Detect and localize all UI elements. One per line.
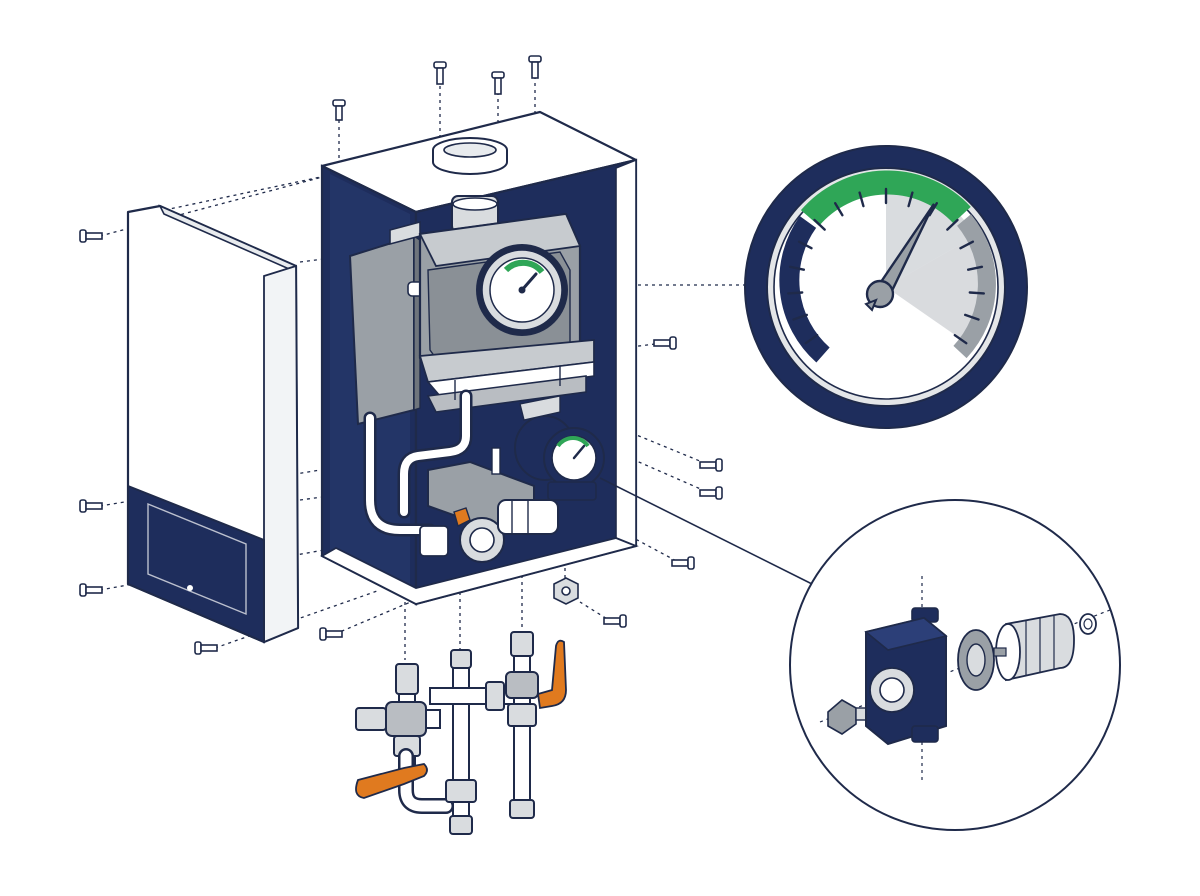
main-pressure-gauge bbox=[476, 244, 568, 336]
screw-left-1 bbox=[79, 229, 103, 243]
gauge-tick bbox=[804, 334, 819, 345]
pump-impeller bbox=[957, 629, 995, 691]
gauge-tick bbox=[792, 313, 808, 321]
circulation-pump-callout bbox=[599, 477, 1121, 831]
screw-right-1 bbox=[653, 336, 677, 350]
pipe-right bbox=[505, 631, 539, 819]
screw-top-3 bbox=[491, 71, 505, 95]
gauge-tick bbox=[797, 240, 813, 250]
pump-o-ring bbox=[1079, 613, 1097, 635]
valve-handle-orange-1 bbox=[536, 639, 567, 710]
screw-bottom-1 bbox=[194, 641, 218, 655]
fixing-screws bbox=[79, 55, 723, 655]
screw-right-3 bbox=[699, 486, 723, 500]
screw-left-2 bbox=[79, 499, 103, 513]
front-cover-panel bbox=[126, 204, 300, 644]
internal-pipework bbox=[363, 389, 473, 537]
isolation-valve-manifold bbox=[355, 631, 567, 835]
screw-top-1 bbox=[332, 99, 346, 121]
gauge-tick bbox=[788, 265, 805, 271]
screw-right-4 bbox=[671, 556, 695, 570]
screw-right-5 bbox=[603, 614, 627, 628]
gauge-tick bbox=[907, 191, 914, 208]
gauge-tick bbox=[834, 201, 844, 217]
internal-pump-unit bbox=[419, 395, 605, 563]
gauge-tick bbox=[968, 291, 985, 295]
gauge-tick bbox=[946, 218, 959, 231]
screw-bottom-2 bbox=[319, 627, 343, 641]
gauge-tick bbox=[964, 313, 980, 321]
gauge-tick bbox=[858, 191, 865, 208]
pipe-centre bbox=[429, 649, 519, 835]
gauge-tick bbox=[967, 265, 984, 271]
pipe-left bbox=[355, 663, 454, 814]
pump-rotor bbox=[993, 613, 1075, 682]
screw-top-2 bbox=[433, 61, 447, 85]
gauge-tick bbox=[787, 291, 804, 295]
pump-body bbox=[864, 607, 948, 746]
gauge-tick bbox=[953, 334, 968, 345]
gauge-tick bbox=[813, 218, 826, 231]
pump-bleed-screw bbox=[827, 699, 867, 735]
valve-handle-orange-2 bbox=[355, 763, 428, 799]
screw-left-3 bbox=[79, 583, 103, 597]
pressure-gauge-callout bbox=[744, 145, 1028, 429]
screw-top-4 bbox=[528, 55, 542, 79]
gauge-tick bbox=[928, 201, 938, 217]
gauge-tick bbox=[959, 240, 975, 250]
hex-nut bbox=[553, 577, 579, 605]
screw-right-2 bbox=[699, 458, 723, 472]
